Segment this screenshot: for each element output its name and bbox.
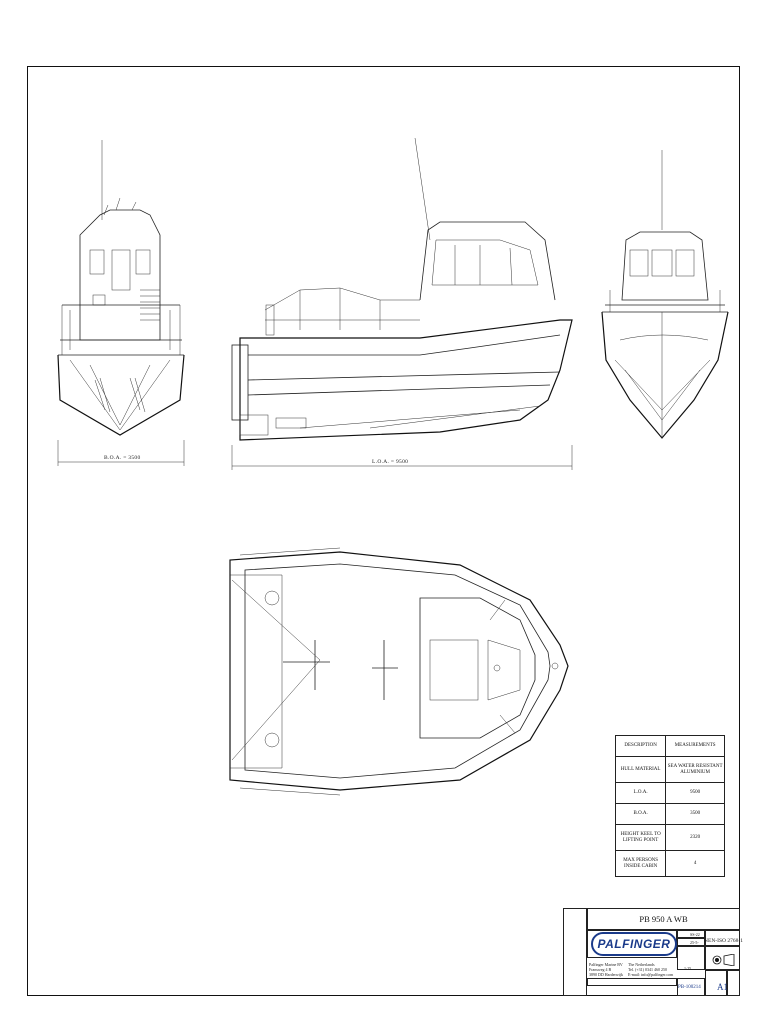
company-email: E-mail: info@palfinger.com [628,972,674,977]
first-angle-projection-icon [712,954,735,966]
spec-cell: HEIGHT KEEL TO LIFTING POINT [614,824,667,851]
projection-box [705,946,740,970]
rear-view [601,150,729,439]
sheet-size: A1 [717,982,728,992]
table-row: B.O.A. 3500 [614,803,725,825]
spec-cell: 9500 [665,782,725,804]
spec-cell: SEA WATER RESISTANT ALUMINIUM [665,756,725,783]
table-row: HULL MATERIAL SEA WATER RESISTANT ALUMIN… [614,756,725,783]
drawing-number: PB-100214 [678,985,701,990]
spec-cell: 2320 [665,824,725,851]
logo-text: PALFINGER [597,937,671,951]
revision-column [563,908,587,996]
table-row: HEIGHT KEEL TO LIFTING POINT 2320 [614,824,725,851]
tb-cell [677,938,705,946]
tb-cell [705,970,727,996]
tb-cell [677,930,705,938]
spec-table: DESCRIPTION MEASUREMENTS HULL MATERIAL S… [614,735,725,877]
tb-cell [705,930,740,946]
spec-cell: B.O.A. [614,803,667,825]
code-1: SS-22 [690,932,700,937]
address-line-1: Palfinger Marine BV [589,962,623,967]
tb-cell [677,946,705,970]
company-phone: Tel. (+31) 0341 460 250 [628,967,667,972]
palfinger-logo: PALFINGER [591,932,677,956]
drawing-sheet [27,66,740,996]
table-row: L.O.A. 9500 [614,782,725,804]
tb-cell [677,978,705,996]
spec-cell: 3500 [665,803,725,825]
table-row: MAX PERSONS INSIDE CABIN 4 [614,850,725,877]
tb-cell [727,970,740,996]
drawing-title: PB 950 A WB [587,908,740,930]
boa-dimension-label: B.O.A. = 3500 [104,455,141,461]
side-view [231,137,573,470]
tb-cell [587,978,677,986]
company-country: The Netherlands [628,962,655,967]
spec-cell: HULL MATERIAL [614,756,667,783]
spec-cell: MAX PERSONS INSIDE CABIN [614,850,667,877]
tolerance-standard: NEN-ISO 2768-1 [704,938,743,944]
spec-cell: 4 [665,850,725,877]
table-row: DESCRIPTION MEASUREMENTS [614,735,725,757]
address-line-2: Fransweg 4 B [589,967,612,972]
scale-value: 1:25 [684,966,692,971]
top-view [229,547,569,796]
spec-cell: L.O.A. [614,782,667,804]
spec-header-measurements: MEASUREMENTS [665,735,725,757]
address-line-3: 3890 DD Harderwijk [589,972,623,977]
loa-dimension-label: L.O.A. = 9500 [372,459,409,465]
spec-header-description: DESCRIPTION [614,735,667,757]
code-2: 25-5- [690,940,699,945]
front-view [57,140,185,466]
